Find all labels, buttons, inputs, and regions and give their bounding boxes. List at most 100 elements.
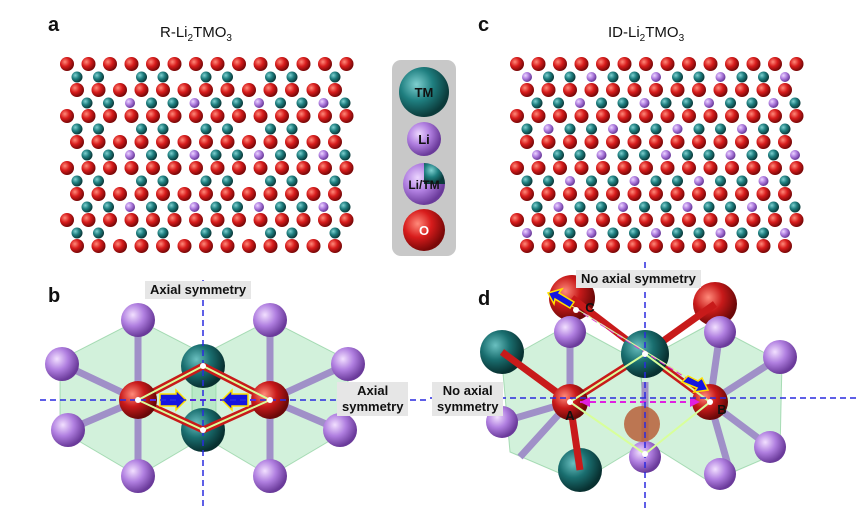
tm-atom [725,201,736,213]
tm-atom [286,227,298,239]
o-atom [210,213,225,227]
o-atom [574,213,589,227]
li-atom [253,459,287,493]
o-atom [703,109,718,123]
legend-sphere-li-tm-wedge [424,163,445,184]
tm-atom [574,149,586,161]
tm-atom [136,227,147,239]
li-tm-atom [629,176,640,186]
o-atom [510,161,524,175]
li-atom [763,340,797,374]
o-atom [253,213,268,227]
o-atom [768,161,782,175]
li-tm-atom [618,202,628,212]
o-atom [627,187,642,201]
o-atom [296,161,311,175]
tm-atom [746,149,758,161]
o-atom [113,135,127,149]
tm-atom [693,227,705,239]
tm-atom [789,201,801,213]
tm-atom [768,201,779,213]
tm-atom [232,97,243,109]
site-label-b: B [717,402,726,417]
tm-atom [650,175,662,187]
o-atom [531,213,546,227]
o-atom [328,135,342,149]
o-atom [103,213,117,227]
li-tm-atom [553,202,564,212]
label-axial-symmetry-right: Axial symmetry [337,382,409,416]
o-atom [725,57,739,71]
li-atom [254,98,264,108]
o-atom [531,161,546,175]
tm-atom [157,175,169,187]
li-atom [51,413,85,447]
tm-atom [146,97,157,109]
o-atom [70,239,84,253]
tm-atom [629,71,640,83]
li-atom [318,202,329,212]
o-atom [124,57,139,71]
tm-atom [639,149,650,161]
o-atom [146,213,160,227]
tm-atom [71,71,83,83]
o-atom [285,187,299,201]
tm-atom [531,97,543,109]
o-atom [756,135,771,149]
o-atom [263,83,278,97]
tm-atom [167,149,179,161]
li-tm-atom [672,124,683,134]
tm-atom [543,175,554,187]
o-atom [682,213,696,227]
tm-atom [81,149,93,161]
o-atom [91,135,106,149]
o-atom [177,83,192,97]
o-atom [156,135,170,149]
o-atom [296,57,311,71]
tm-atom [103,97,114,109]
o-atom [275,161,289,175]
tm-atom [275,149,286,161]
o-atom [103,109,117,123]
o-atom [296,213,311,227]
o-atom [134,135,149,149]
o-atom [177,187,192,201]
tm-atom [157,71,169,83]
o-atom [703,57,718,71]
tm-atom [93,123,104,135]
tm-atom [200,71,212,83]
o-atom [670,187,685,201]
tm-atom [672,227,683,239]
o-atom [177,239,192,253]
o-atom [563,187,577,201]
o-atom [220,135,235,149]
o-atom [199,239,213,253]
panel-a-title: R-Li2TMO3 [160,24,232,44]
tm-atom [286,123,298,135]
legend-item-li: Li [407,122,441,156]
li-tm-atom [747,202,757,212]
li-tm-atom [715,72,726,82]
site-marker [200,363,206,369]
o-atom [113,83,127,97]
li-atom [254,202,264,212]
o-atom [746,57,761,71]
o-atom [113,239,127,253]
o-atom [789,213,804,227]
o-atom [263,135,278,149]
tm-atom [339,201,351,213]
o-atom [60,57,74,71]
tm-atom [200,175,212,187]
o-atom [253,161,268,175]
tm-atom [210,149,222,161]
li-atom [254,150,264,160]
tm-atom [329,227,341,239]
legend-item-tm: TM [399,67,449,117]
li-tm-atom [639,98,650,108]
o-atom [553,161,567,175]
li-atom [189,98,200,108]
o-atom [220,187,235,201]
o-atom [553,57,567,71]
o-atom [210,161,225,175]
o-atom [103,161,117,175]
